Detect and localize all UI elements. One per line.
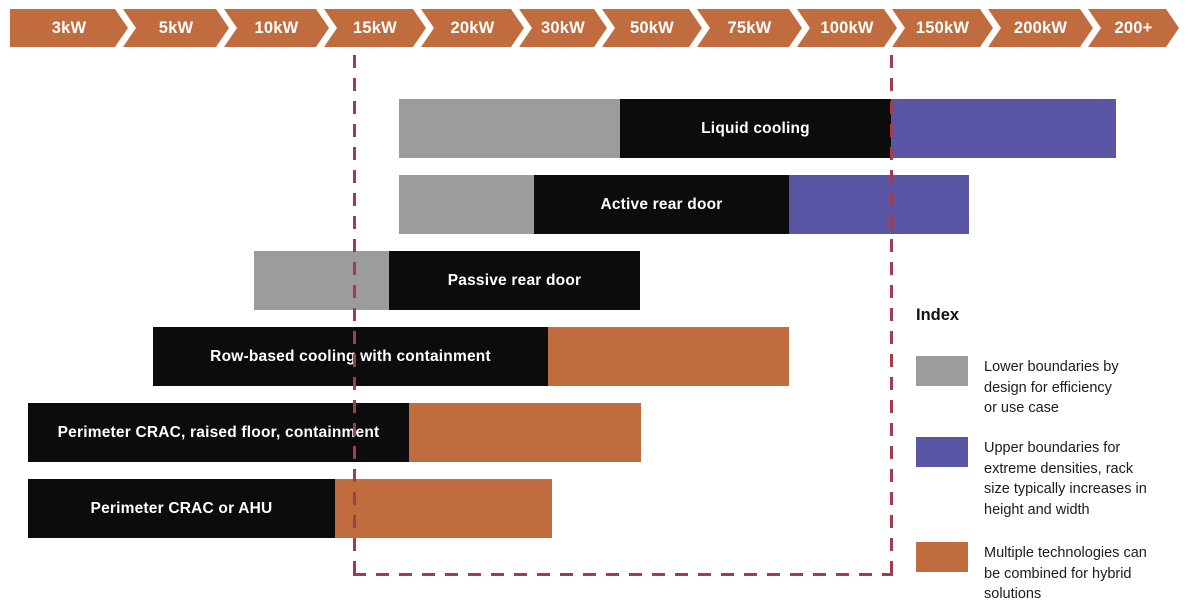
highlight-region-left-border xyxy=(353,55,356,573)
highlight-region-right-border xyxy=(890,55,893,573)
axis-segment-label: 150kW xyxy=(915,18,970,37)
axis-segment: 75kW xyxy=(697,9,802,47)
axis-segment: 10kW xyxy=(224,9,329,47)
axis-segment-label: 10kW xyxy=(254,18,299,37)
bar-label: Passive rear door xyxy=(447,271,582,289)
bar-segment-core: Passive rear door xyxy=(389,251,640,310)
bar-label: Perimeter CRAC or AHU xyxy=(90,499,273,517)
legend-item-hybrid: Multiple technologies can be combined fo… xyxy=(916,542,1147,604)
axis-segment-label: 200kW xyxy=(1013,18,1068,37)
bar-segment-lower-boundary xyxy=(399,175,534,234)
bar-segment-hybrid xyxy=(548,327,789,386)
bar-segment-hybrid xyxy=(335,479,552,538)
legend-swatch-gray xyxy=(916,356,968,386)
axis-segment: 50kW xyxy=(602,9,702,47)
axis-segment: 100kW xyxy=(797,9,897,47)
axis-segment: 200+ xyxy=(1088,9,1179,47)
bar-segment-lower-boundary xyxy=(254,251,389,310)
bar-row: Passive rear door xyxy=(0,251,1190,310)
axis-segment-label: 15kW xyxy=(353,18,397,37)
bar-row: Active rear door xyxy=(0,175,1190,234)
axis-segment: 150kW xyxy=(892,9,993,47)
legend: Index Lower boundaries by design for eff… xyxy=(916,306,1188,602)
highlight-region-bottom-border xyxy=(353,573,893,576)
bar-segment-core: Row-based cooling with containment xyxy=(153,327,548,386)
bar-segment-core: Perimeter CRAC, raised floor, containmen… xyxy=(28,403,409,462)
legend-item-text: Upper boundaries for extreme densities, … xyxy=(984,440,1147,518)
axis-segment: 5kW xyxy=(123,9,229,47)
bar-label: Row-based cooling with containment xyxy=(210,347,491,365)
axis-segment-label: 200+ xyxy=(1114,18,1153,37)
legend-swatch-orange xyxy=(916,542,968,572)
bar-segment-core: Perimeter CRAC or AHU xyxy=(28,479,335,538)
axis-segment-label: 50kW xyxy=(630,18,674,37)
axis-segment-label: 30kW xyxy=(541,18,585,37)
axis-segment-label: 5kW xyxy=(158,18,194,37)
bar-segment-core: Liquid cooling xyxy=(620,99,891,158)
bar-segment-lower-boundary xyxy=(399,99,620,158)
axis-segment-label: 20kW xyxy=(450,18,495,37)
bar-segment-core: Active rear door xyxy=(534,175,789,234)
legend-item-text: Multiple technologies can be combined fo… xyxy=(984,545,1147,602)
bar-row: Perimeter CRAC or AHU xyxy=(0,479,1190,538)
bar-label: Active rear door xyxy=(600,195,723,213)
bar-row: Liquid cooling xyxy=(0,99,1190,158)
bar-segment-hybrid xyxy=(409,403,641,462)
axis-segment: 30kW xyxy=(519,9,607,47)
legend-swatch-purple xyxy=(916,437,968,467)
axis-segment: 15kW xyxy=(324,9,426,47)
bar-segment-upper-boundary xyxy=(891,99,1116,158)
axis-segment: 20kW xyxy=(421,9,524,47)
kw-axis: 3kW 5kW 10kW 15kW 20kW 30kW 50kW 75kW 100kW 150kW… xyxy=(0,0,1190,50)
axis-segment-label: 3kW xyxy=(51,18,87,37)
axis-segment: 200kW xyxy=(988,9,1093,47)
bar-label: Liquid cooling xyxy=(701,119,810,137)
legend-item-lower-boundaries: Lower boundaries by design for efficienc… xyxy=(916,356,1119,419)
axis-segment-label: 75kW xyxy=(727,18,772,37)
legend-title: Index xyxy=(916,306,960,324)
axis-segment-label: 100kW xyxy=(820,18,874,37)
bar-row: Perimeter CRAC, raised floor, containmen… xyxy=(0,403,1190,462)
legend-item-upper-boundaries: Upper boundaries for extreme densities, … xyxy=(916,437,1147,520)
axis-segment: 3kW xyxy=(10,9,128,47)
bar-row: Row-based cooling with containment xyxy=(0,327,1190,386)
bar-label: Perimeter CRAC, raised floor, containmen… xyxy=(57,423,380,441)
bar-segment-upper-boundary xyxy=(789,175,969,234)
legend-item-text: Lower boundaries by design for efficienc… xyxy=(984,359,1119,416)
